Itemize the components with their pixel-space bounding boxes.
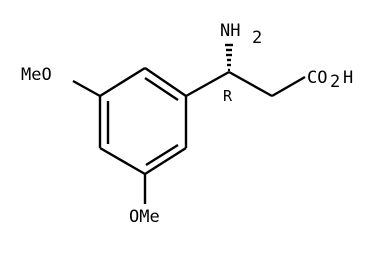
acid-subscript: 2 bbox=[330, 72, 340, 92]
acid-label: CO 2 H bbox=[307, 68, 353, 92]
methoxy-top-label: MeO bbox=[21, 65, 52, 85]
acid-text: CO bbox=[307, 68, 327, 88]
ring-double-bond-top bbox=[144, 77, 179, 101]
methoxy-top-bond bbox=[72, 79, 101, 98]
ring-bond-bottom-right bbox=[144, 146, 187, 176]
ring-double-bond-bottom bbox=[145, 143, 179, 167]
ring-bond-bottom-left bbox=[99, 146, 146, 176]
amine-subscript: 2 bbox=[252, 28, 262, 48]
chain-bond-ch2 bbox=[228, 70, 273, 98]
methoxy-bottom-label: OMe bbox=[129, 207, 160, 227]
acid-suffix: H bbox=[343, 68, 353, 88]
benzene-ring bbox=[98, 66, 188, 176]
ring-bond-top-right bbox=[144, 67, 187, 97]
amine-label: NH 2 bbox=[220, 21, 262, 48]
chain-bond-acid bbox=[271, 75, 306, 98]
chiral-bond-ring bbox=[185, 70, 230, 98]
ring-bond-top-left bbox=[99, 66, 146, 98]
hashed-wedge-bond bbox=[225, 43, 233, 72]
stereo-descriptor: R bbox=[223, 87, 233, 105]
amine-text: NH bbox=[220, 21, 240, 41]
